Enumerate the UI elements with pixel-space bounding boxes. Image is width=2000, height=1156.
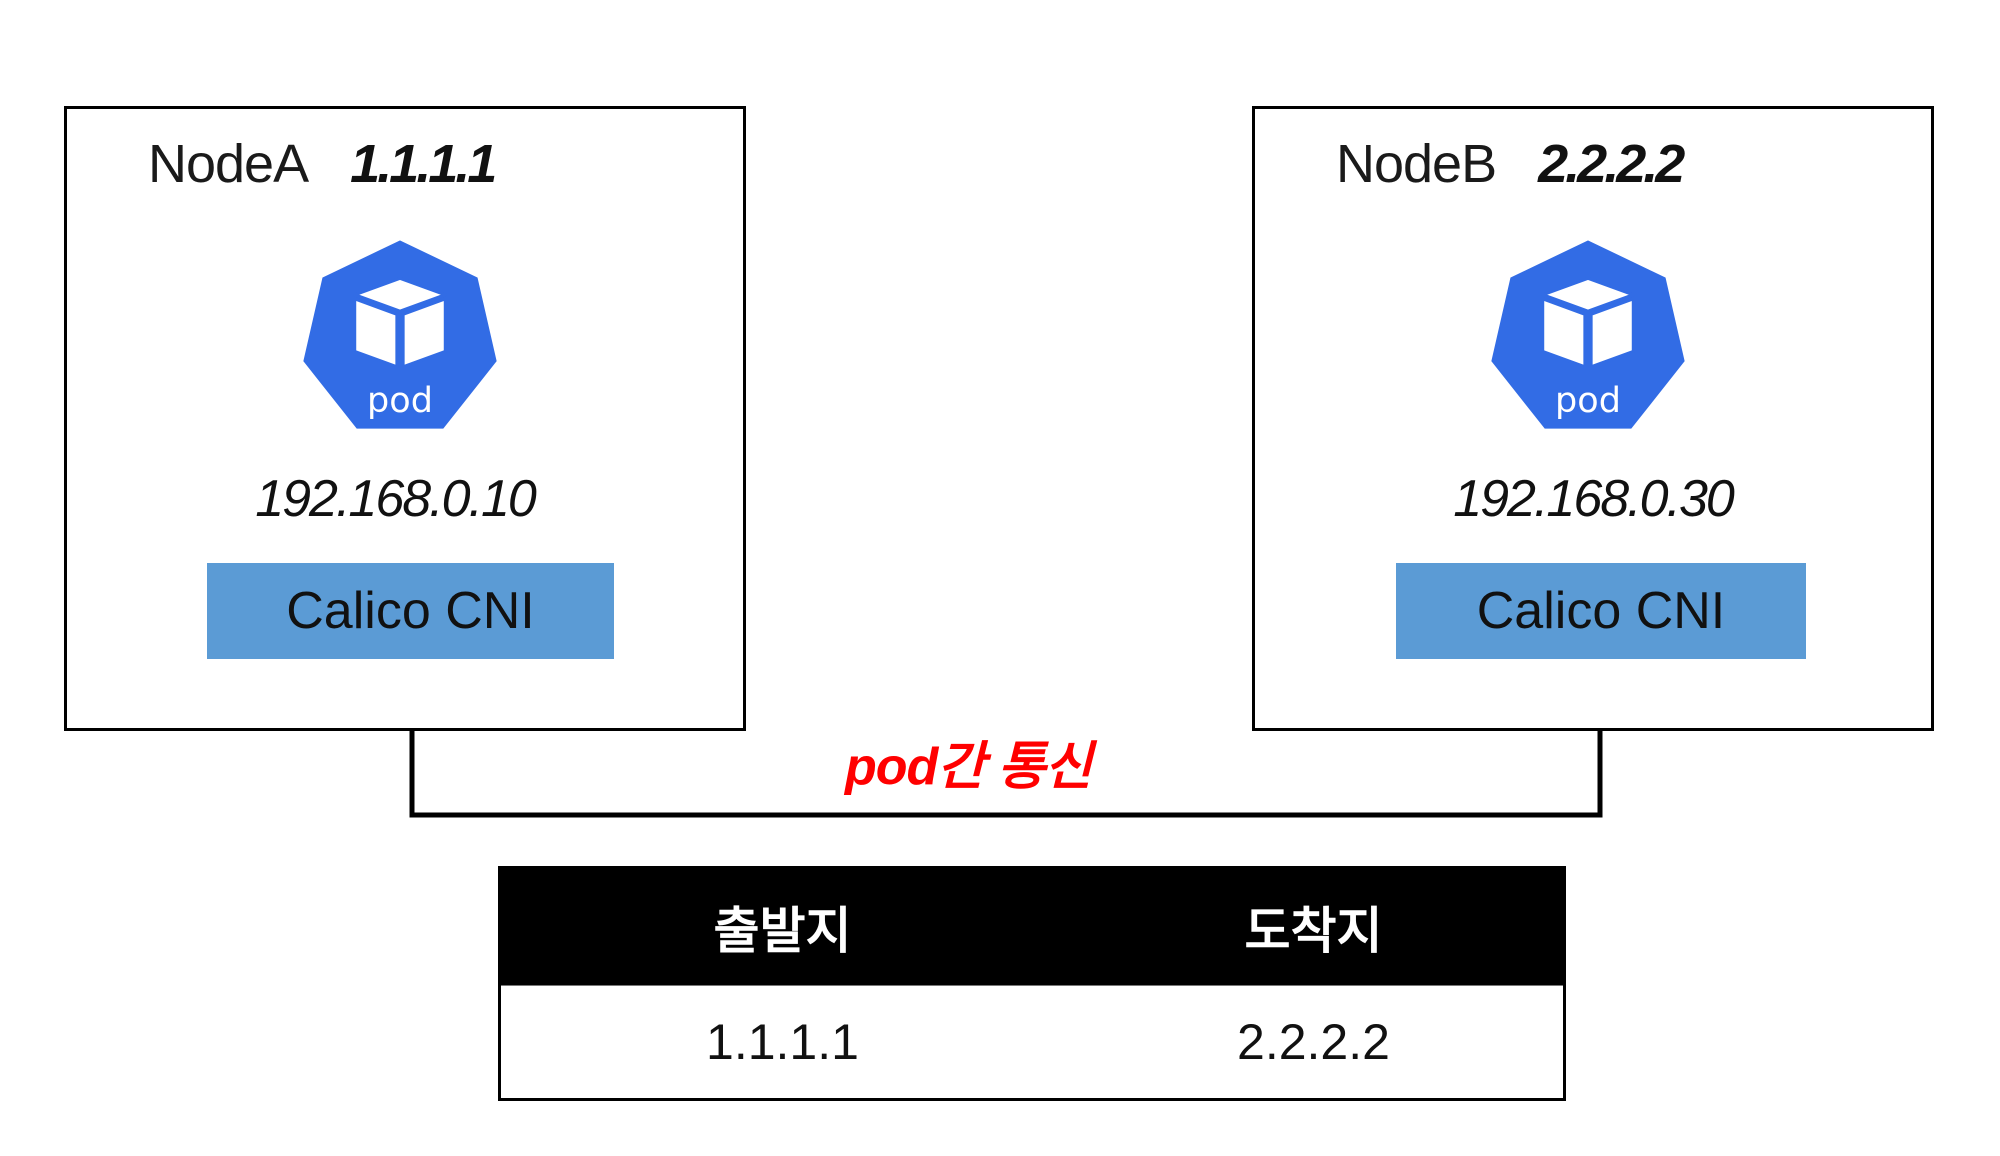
node-a-ip: 1.1.1.1 (350, 134, 497, 194)
kubernetes-pod-icon: pod (1486, 235, 1690, 433)
pod-b-label: pod (1555, 380, 1621, 421)
table-header-row: 출발지 도착지 (499, 867, 1565, 986)
pod-communication-label: pod간 통신 (845, 738, 1092, 796)
node-a-box: NodeA 1.1.1.1 pod 192.168.0.10 Calico CNI (64, 106, 746, 731)
node-b-name: NodeB (1336, 134, 1497, 194)
table-header-source: 출발지 (499, 867, 1064, 986)
node-b-box: NodeB 2.2.2.2 pod 192.168.0.30 Calico CNI (1252, 106, 1934, 731)
table-cell-source: 1.1.1.1 (499, 985, 1064, 1100)
pod-a-ip: 192.168.0.10 (255, 470, 537, 528)
node-b-ip: 2.2.2.2 (1538, 134, 1685, 194)
node-a-label: NodeA 1.1.1.1 (148, 133, 497, 195)
calico-cni-a: Calico CNI (207, 563, 614, 659)
kubernetes-pod-icon: pod (298, 235, 502, 433)
pod-a-label: pod (367, 380, 433, 421)
table-row: 1.1.1.1 2.2.2.2 (499, 985, 1565, 1100)
node-b-label: NodeB 2.2.2.2 (1336, 133, 1685, 195)
table-header-destination: 도착지 (1063, 867, 1565, 986)
table-cell-destination: 2.2.2.2 (1063, 985, 1565, 1100)
route-table: 출발지 도착지 1.1.1.1 2.2.2.2 (498, 866, 1566, 1101)
node-a-name: NodeA (148, 134, 309, 194)
calico-cni-b: Calico CNI (1396, 563, 1806, 659)
pod-b-ip: 192.168.0.30 (1453, 470, 1735, 528)
